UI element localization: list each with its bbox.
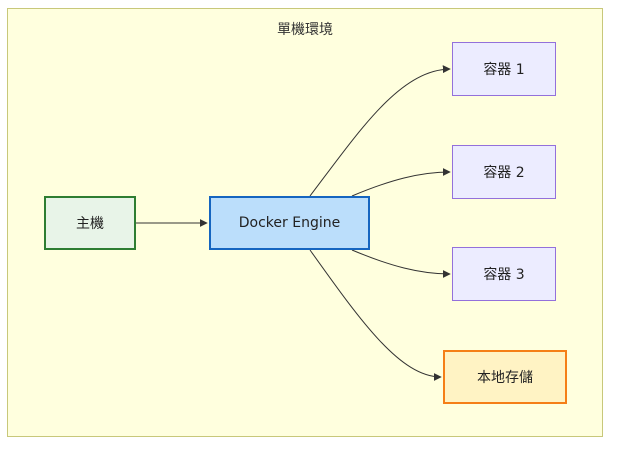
node-docker-engine[interactable]: Docker Engine — [209, 196, 370, 250]
node-container-1[interactable]: 容器 1 — [452, 42, 556, 96]
node-host[interactable]: 主機 — [44, 196, 136, 250]
edge-engine-container1 — [309, 65, 451, 197]
cluster-title: 單機環境 — [277, 22, 333, 38]
edge-engine-storage — [309, 249, 442, 381]
edge-engine-container2 — [351, 168, 451, 197]
edge-engine-container3 — [351, 249, 451, 278]
node-container-2[interactable]: 容器 2 — [452, 145, 556, 199]
node-local-storage[interactable]: 本地存儲 — [443, 350, 567, 404]
node-container-3[interactable]: 容器 3 — [452, 247, 556, 301]
